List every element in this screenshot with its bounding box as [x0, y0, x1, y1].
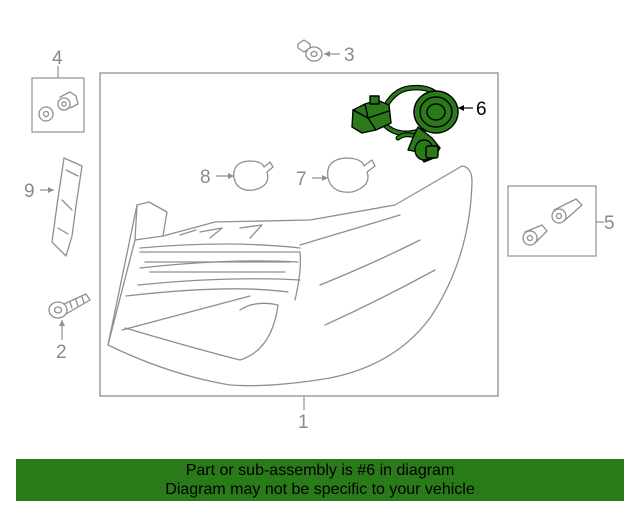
callout-8: 8	[200, 167, 211, 188]
callout-9: 9	[24, 181, 35, 202]
callout-5: 5	[604, 213, 615, 234]
part-2-bolt	[48, 293, 91, 319]
arrow-6	[458, 105, 464, 111]
part-6-socket-harness	[351, 84, 459, 163]
part-4-fasteners	[38, 91, 79, 122]
arrow-8	[228, 173, 234, 179]
part-9-bracket	[51, 157, 83, 257]
part-5-nuts	[522, 198, 583, 246]
callout-4: 4	[52, 48, 63, 69]
callout-6: 6	[476, 99, 487, 120]
part-8-bulb	[233, 160, 274, 191]
notice-line-1: Part or sub-assembly is #6 in diagram	[185, 462, 455, 479]
tail-lamp-housing	[107, 165, 473, 387]
arrow-3	[324, 51, 330, 57]
notice-line-2: Diagram may not be specific to your vehi…	[165, 481, 475, 498]
arrow-2	[59, 320, 65, 326]
part-3-nut	[297, 39, 323, 62]
callout-1: 1	[298, 412, 309, 433]
callout-7: 7	[296, 169, 307, 190]
part-7-bulb	[326, 157, 376, 193]
callout-3: 3	[344, 45, 355, 66]
callout-2: 2	[56, 342, 67, 363]
arrow-7	[322, 175, 328, 181]
notice-banner: Part or sub-assembly is #6 in diagram Di…	[16, 459, 624, 501]
part-5-box	[507, 185, 597, 257]
arrow-9	[48, 187, 54, 193]
assembly-frame	[99, 72, 499, 397]
